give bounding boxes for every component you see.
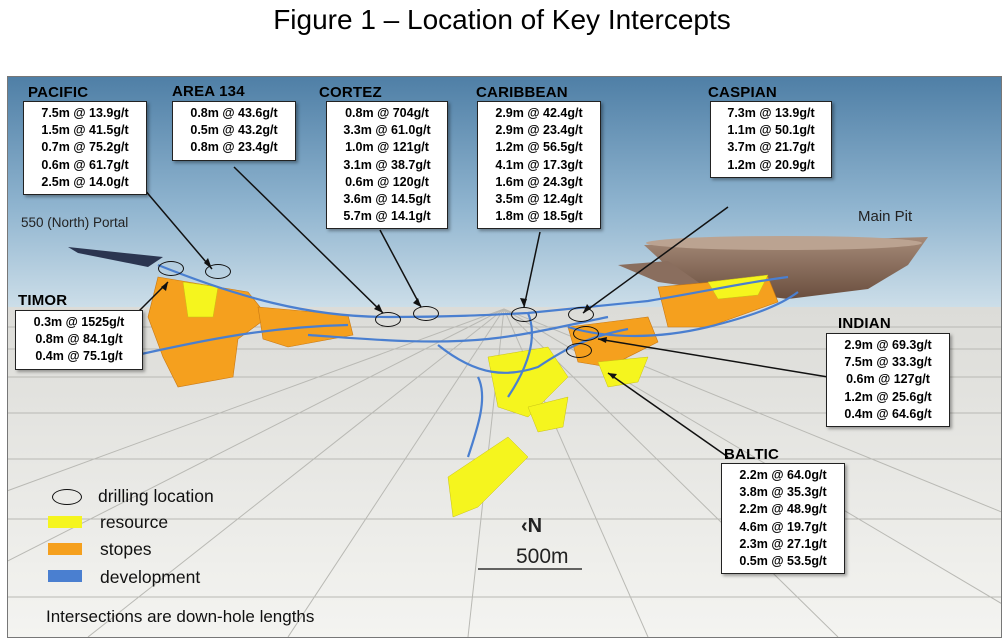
intercept-row: 0.5m @ 53.5g/t	[739, 554, 827, 569]
intercept-row: 2.3m @ 27.1g/t	[739, 536, 827, 551]
zone-label-cortez: CORTEZ	[319, 84, 382, 101]
intercept-row: 5.7m @ 14.1g/t	[343, 209, 431, 224]
intercept-row: 1.8m @ 18.5g/t	[495, 209, 583, 224]
intercept-row: 0.8m @ 84.1g/t	[35, 332, 123, 347]
intercept-row: 2.9m @ 42.4g/t	[495, 106, 583, 120]
mine-3d-view: 550 (North) Portal Main Pit PACIFIC AREA…	[7, 76, 1002, 638]
drill-ellipse-area134	[375, 312, 401, 327]
intercept-row: 1.6m @ 24.3g/t	[495, 174, 583, 189]
intercept-row: 0.4m @ 64.6g/t	[844, 406, 932, 421]
footnote: Intersections are down-hole lengths	[46, 607, 315, 626]
drill-ellipse-indian	[573, 326, 599, 341]
portal-label: 550 (North) Portal	[21, 215, 129, 230]
intercept-row: 0.3m @ 1525g/t	[33, 315, 125, 329]
zone-label-caribbean: CARIBBEAN	[476, 84, 568, 101]
intercept-row: 2.9m @ 23.4g/t	[495, 123, 583, 138]
drill-ellipse-timor	[158, 261, 184, 276]
intercept-box-baltic: 2.2m @ 64.0g/t 3.8m @ 35.3g/t 2.2m @ 48.…	[721, 463, 845, 575]
intercept-row: 7.3m @ 13.9g/t	[727, 106, 815, 120]
intercept-row: 3.6m @ 14.5g/t	[343, 192, 431, 207]
intercept-box-indian: 2.9m @ 69.3g/t 7.5m @ 33.3g/t 0.6m @ 127…	[826, 333, 950, 428]
intercept-box-pacific: 7.5m @ 13.9g/t 1.5m @ 41.5g/t 0.7m @ 75.…	[23, 101, 147, 196]
scale-bar-label: 500m	[516, 545, 569, 568]
intercept-row: 1.2m @ 56.5g/t	[495, 140, 583, 155]
intercept-row: 3.7m @ 21.7g/t	[727, 140, 815, 155]
intercept-row: 7.5m @ 33.3g/t	[844, 355, 932, 370]
intercept-row: 0.6m @ 61.7g/t	[41, 157, 129, 172]
legend-stopes-label: stopes	[100, 539, 152, 559]
drill-ellipse-cortez	[413, 306, 439, 321]
legend-drilling-swatch	[52, 489, 82, 505]
intercept-row: 0.6m @ 127g/t	[846, 372, 930, 387]
intercept-row: 1.2m @ 25.6g/t	[844, 389, 932, 404]
intercept-row: 2.2m @ 64.0g/t	[739, 468, 827, 482]
zone-label-indian: INDIAN	[838, 315, 891, 332]
legend-stopes-swatch	[48, 543, 82, 555]
intercept-row: 1.0m @ 121g/t	[345, 140, 429, 155]
intercept-box-caspian: 7.3m @ 13.9g/t 1.1m @ 50.1g/t 3.7m @ 21.…	[710, 101, 832, 178]
zone-label-pacific: PACIFIC	[28, 84, 89, 101]
intercept-row: 0.8m @ 704g/t	[345, 106, 429, 120]
legend-resource-label: resource	[100, 512, 169, 532]
intercept-row: 1.1m @ 50.1g/t	[727, 123, 815, 138]
drill-ellipse-caribbean	[511, 307, 537, 322]
intercept-row: 0.6m @ 120g/t	[345, 174, 429, 189]
north-label: N	[527, 515, 543, 537]
intercept-box-area134: 0.8m @ 43.6g/t 0.5m @ 43.2g/t 0.8m @ 23.…	[172, 101, 296, 161]
zone-label-timor: TIMOR	[18, 292, 68, 309]
drill-ellipse-caspian	[568, 307, 594, 322]
main-pit-label: Main Pit	[858, 208, 913, 225]
drill-ellipse-pacific	[205, 264, 231, 279]
intercept-row: 0.7m @ 75.2g/t	[41, 140, 129, 155]
intercept-row: 0.5m @ 43.2g/t	[190, 123, 278, 138]
legend-development-swatch	[48, 570, 82, 582]
intercept-row: 3.8m @ 35.3g/t	[739, 485, 827, 500]
intercept-row: 2.5m @ 14.0g/t	[41, 174, 129, 189]
intercept-row: 2.9m @ 69.3g/t	[844, 338, 932, 352]
intercept-box-timor: 0.3m @ 1525g/t 0.8m @ 84.1g/t 0.4m @ 75.…	[15, 310, 143, 370]
main-pit-shape	[618, 236, 928, 299]
intercept-row: 3.1m @ 38.7g/t	[343, 157, 431, 172]
legend-drilling-label: drilling location	[98, 486, 214, 506]
zone-label-baltic: BALTIC	[724, 446, 780, 463]
legend-resource-swatch	[48, 516, 82, 528]
zone-label-area134: AREA 134	[172, 83, 245, 100]
figure-title: Figure 1 – Location of Key Intercepts	[273, 4, 731, 35]
intercept-row: 3.5m @ 12.4g/t	[495, 192, 583, 207]
intercept-row: 1.5m @ 41.5g/t	[41, 123, 129, 138]
zone-label-caspian: CASPIAN	[708, 84, 777, 101]
intercept-row: 2.2m @ 48.9g/t	[739, 502, 827, 517]
intercept-box-caribbean: 2.9m @ 42.4g/t 2.9m @ 23.4g/t 1.2m @ 56.…	[477, 101, 601, 230]
intercept-row: 1.2m @ 20.9g/t	[727, 157, 815, 172]
intercept-row: 7.5m @ 13.9g/t	[41, 106, 129, 120]
intercept-row: 4.1m @ 17.3g/t	[495, 157, 583, 172]
intercept-row: 0.8m @ 43.6g/t	[190, 106, 278, 120]
intercept-box-cortez: 0.8m @ 704g/t 3.3m @ 61.0g/t 1.0m @ 121g…	[326, 101, 448, 230]
legend-development-label: development	[100, 567, 201, 587]
drill-ellipse-baltic	[566, 343, 592, 358]
intercept-row: 3.3m @ 61.0g/t	[343, 123, 431, 138]
intercept-row: 0.4m @ 75.1g/t	[35, 349, 123, 364]
intercept-row: 0.8m @ 23.4g/t	[190, 140, 278, 155]
intercept-row: 4.6m @ 19.7g/t	[739, 519, 827, 534]
north-arrow-icon: ‹N	[521, 515, 543, 537]
